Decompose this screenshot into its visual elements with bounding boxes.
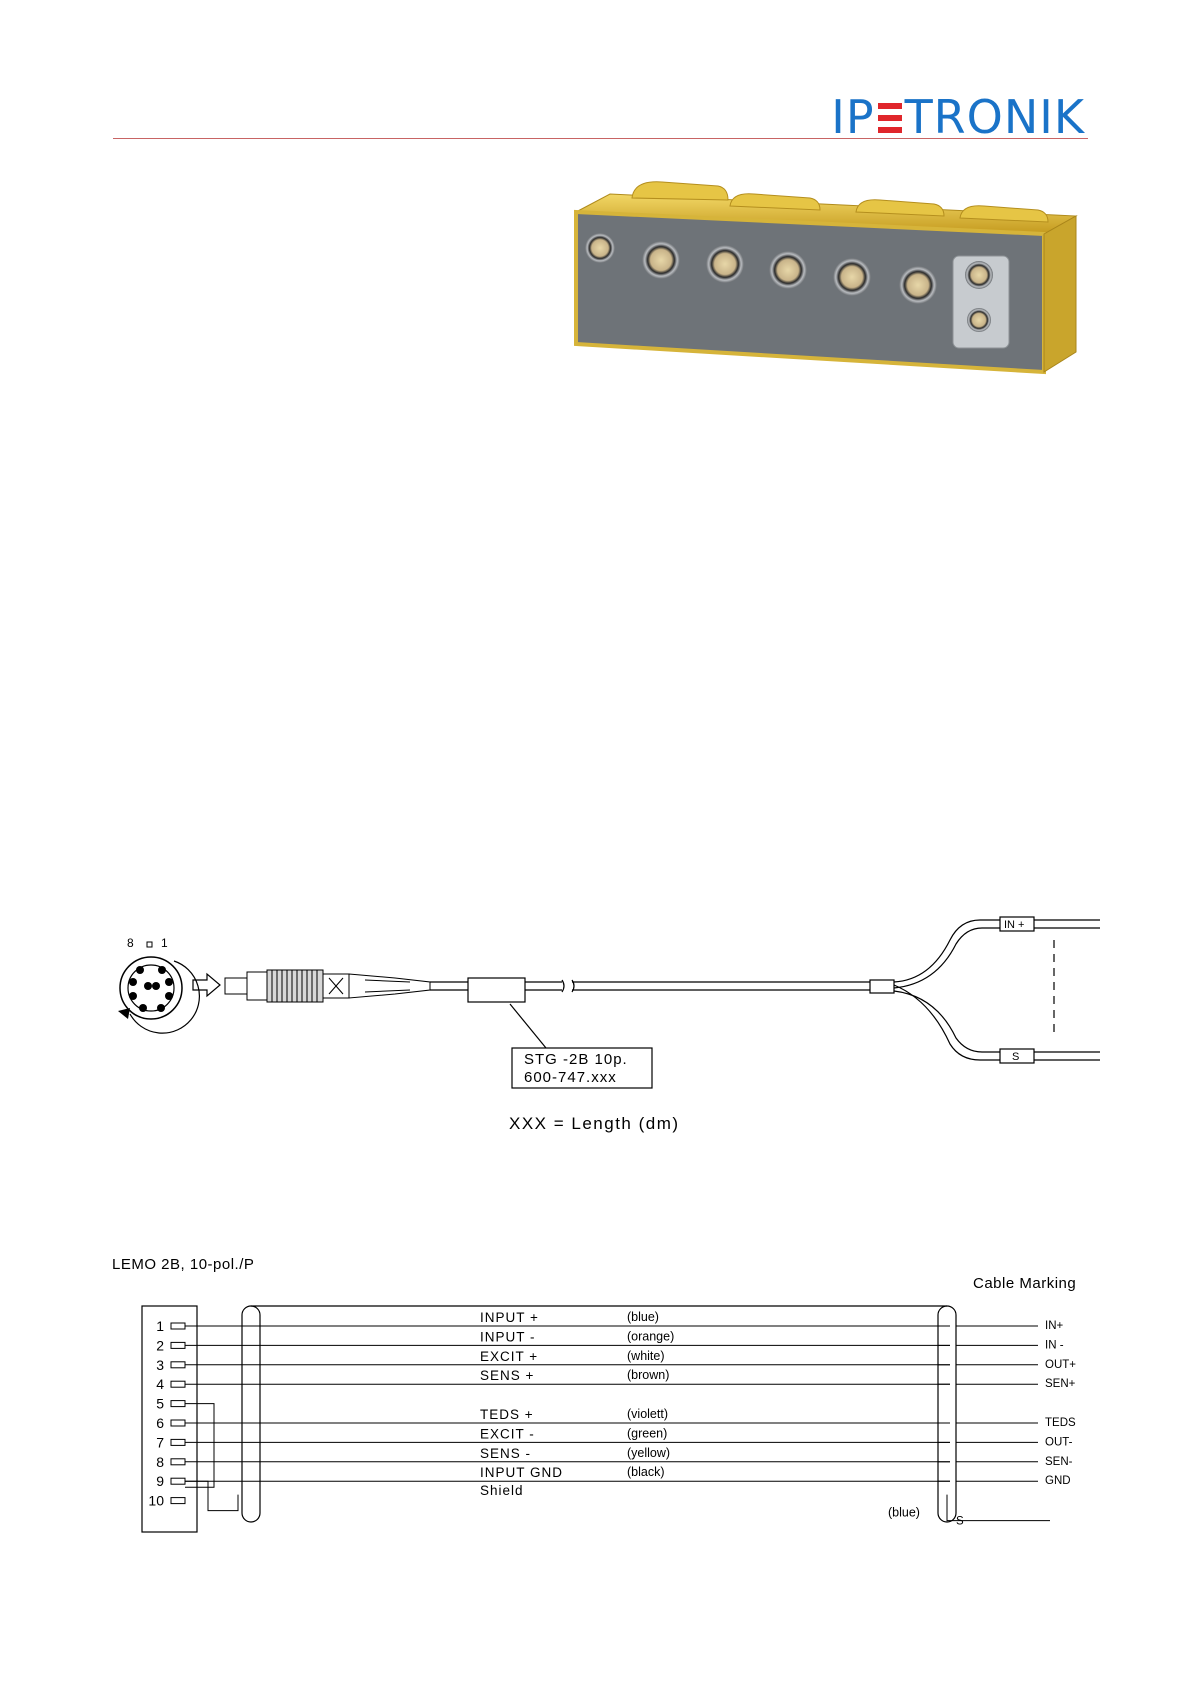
logo-text-right: TRONIK bbox=[904, 90, 1085, 144]
ipetronik-logo: IP TRONIK bbox=[831, 90, 1085, 144]
header-rule bbox=[113, 138, 1088, 139]
cable-body bbox=[430, 916, 1100, 1064]
pin-socket bbox=[170, 1419, 186, 1427]
logo-e-bars bbox=[877, 101, 902, 135]
connector-title: LEMO 2B, 10-pol./P bbox=[112, 1256, 254, 1273]
signal-name: Shield bbox=[480, 1483, 524, 1498]
signal-name: SENS - bbox=[480, 1446, 531, 1461]
wire-color: (white) bbox=[627, 1349, 665, 1363]
signal-name: EXCIT - bbox=[480, 1426, 535, 1441]
pin-socket bbox=[170, 1438, 186, 1446]
pin-number: 3 bbox=[156, 1357, 164, 1373]
cable-marking: IN+ bbox=[1045, 1320, 1064, 1332]
pin-socket bbox=[170, 1477, 186, 1485]
pin-number: 6 bbox=[156, 1415, 164, 1431]
wire-color: (green) bbox=[627, 1426, 667, 1440]
insert-arrow-icon bbox=[192, 972, 221, 998]
pin-number: 4 bbox=[156, 1376, 164, 1392]
pin-socket bbox=[170, 1380, 186, 1388]
signal-name: INPUT - bbox=[480, 1329, 536, 1344]
device-connectors bbox=[585, 233, 1010, 349]
pin-socket bbox=[170, 1458, 186, 1466]
connector-block bbox=[141, 1305, 198, 1533]
cable-marking: SEN+ bbox=[1045, 1378, 1076, 1390]
pin-label-8: 8 bbox=[127, 936, 134, 950]
pin-number: 2 bbox=[156, 1337, 164, 1353]
cable-marking: TEDS bbox=[1045, 1417, 1076, 1429]
cable-drawing: 8 1 bbox=[118, 916, 1100, 1133]
lead-label-s: S bbox=[1012, 1051, 1019, 1063]
shield-right bbox=[937, 1305, 957, 1523]
length-note: XXX = Length (dm) bbox=[509, 1114, 680, 1133]
signal-name: SENS + bbox=[480, 1368, 534, 1383]
pin-number: 10 bbox=[148, 1493, 164, 1509]
cable-marking: OUT- bbox=[1045, 1436, 1073, 1448]
pin-socket bbox=[170, 1322, 186, 1330]
pin-socket bbox=[170, 1400, 186, 1408]
wire-color: (yellow) bbox=[627, 1446, 670, 1460]
cable-marking: IN - bbox=[1045, 1339, 1064, 1351]
signal-name: EXCIT + bbox=[480, 1349, 538, 1364]
wire-color: (brown) bbox=[627, 1368, 669, 1382]
wire-color: (orange) bbox=[627, 1329, 674, 1343]
shield-wire bbox=[946, 1494, 1050, 1522]
lead-label-in-plus: IN + bbox=[1004, 919, 1024, 931]
pin-number: 8 bbox=[156, 1454, 164, 1470]
cable-marking: SEN- bbox=[1045, 1456, 1073, 1468]
pin-number: 5 bbox=[156, 1396, 164, 1412]
cable-marking: S bbox=[956, 1516, 964, 1528]
part-number: 600-747.xxx bbox=[524, 1069, 617, 1086]
product-photo bbox=[574, 181, 1078, 375]
signal-name: TEDS + bbox=[480, 1407, 534, 1422]
cable-marking: OUT+ bbox=[1045, 1359, 1076, 1371]
wire-color: (violett) bbox=[627, 1407, 668, 1421]
pin-socket bbox=[170, 1341, 186, 1349]
plug-diagram bbox=[224, 969, 431, 1003]
pin-label-1: 1 bbox=[161, 936, 168, 950]
cable-marking-title: Cable Marking bbox=[973, 1275, 1076, 1292]
cable-marking: GND bbox=[1045, 1475, 1071, 1487]
pin-socket bbox=[170, 1361, 186, 1369]
pin-number: 9 bbox=[156, 1473, 164, 1489]
pin-socket bbox=[170, 1497, 186, 1505]
wire-color: (blue) bbox=[627, 1310, 659, 1324]
part-name: STG -2B 10p. bbox=[524, 1051, 628, 1068]
wire-color: (blue) bbox=[888, 1506, 920, 1520]
wire-color: (black) bbox=[627, 1465, 665, 1479]
bridge-wire bbox=[185, 1403, 215, 1488]
connector-face-diagram: 8 1 bbox=[118, 936, 200, 1034]
shield-left bbox=[241, 1305, 261, 1523]
wire-list: INPUT + (blue) IN+ INPUT - (orange) IN - EXCIT… bbox=[185, 1310, 1076, 1528]
pin-number: 7 bbox=[156, 1434, 164, 1450]
wiring-diagram: LEMO 2B, 10-pol./P Cable Marking 1 2 3 4 5 6 7… bbox=[112, 1256, 1076, 1533]
signal-name: INPUT GND bbox=[480, 1465, 563, 1480]
pin-number: 1 bbox=[156, 1318, 164, 1334]
pin-list: 1 2 3 4 5 6 7 8 9 10 bbox=[148, 1318, 186, 1509]
signal-name: INPUT + bbox=[480, 1310, 539, 1325]
logo-text-left: IP bbox=[831, 90, 875, 144]
